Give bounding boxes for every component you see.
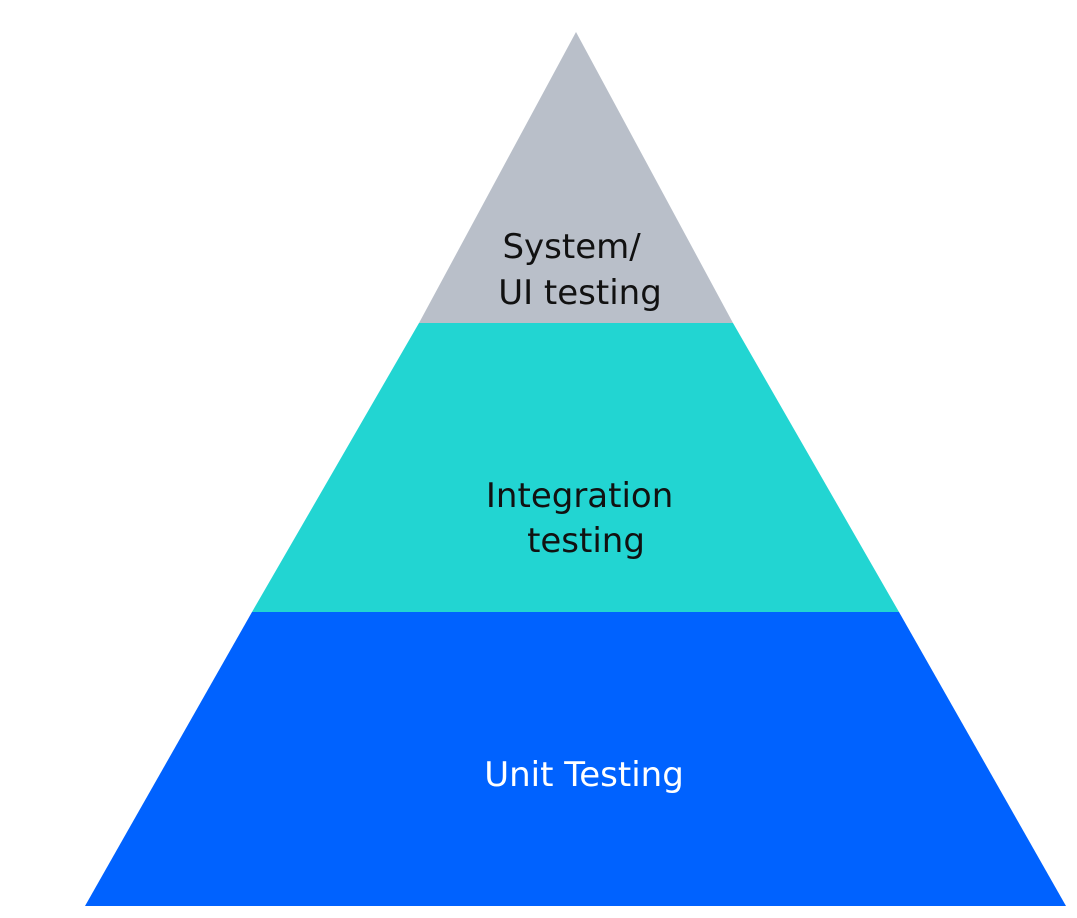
tier-system-label-line-1: System/ <box>502 227 641 267</box>
tier-integration-label: Integration testing <box>486 476 684 561</box>
tier-system-label-line-2: UI testing <box>498 273 662 313</box>
tier-integration-label-line-1: Integration <box>486 476 673 516</box>
tier-unit-label-line-1: Unit Testing <box>484 755 684 795</box>
tier-integration-label-line-2: testing <box>527 521 645 561</box>
tier-integration-shape <box>252 323 899 612</box>
tier-unit-shape <box>85 612 1066 906</box>
tier-unit-label: Unit Testing <box>484 755 684 795</box>
tier-system-shape <box>419 32 733 323</box>
tier-system-label: System/ UI testing <box>498 227 662 313</box>
